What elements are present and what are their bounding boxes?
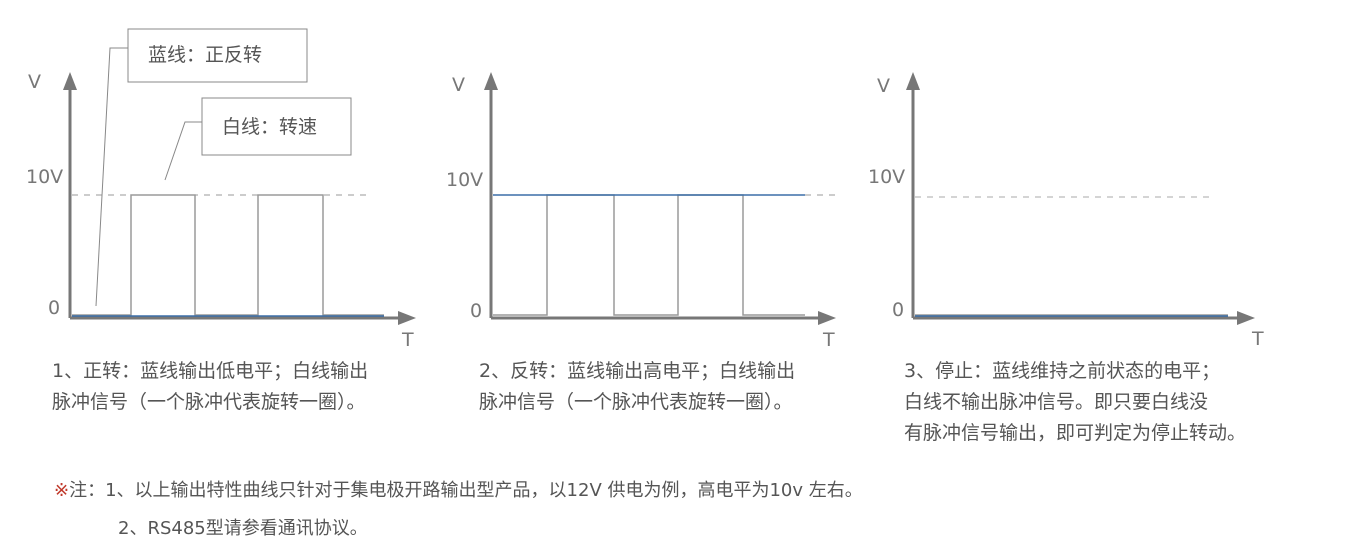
panel-3-caption-line: 有脉冲信号输出，即可判定为停止转动。 — [904, 422, 1247, 444]
panel-1-high-label: 10V — [26, 166, 63, 188]
white-callout-text: 白线：转速 — [222, 116, 317, 138]
panel-1-zero-label: 0 — [48, 297, 60, 319]
panel-3-zero-label: 0 — [892, 299, 904, 321]
panel-2-high-label: 10V — [446, 169, 483, 191]
white-callout-box — [201, 97, 352, 156]
panel-3-caption-line: 白线不输出脉冲信号。即只要白线没 — [904, 391, 1209, 413]
note-text-2: 2、RS485型请参看通讯协议。 — [118, 518, 368, 539]
panel-2-caption-line: 2、反转：蓝线输出高电平；白线输出 — [479, 360, 796, 382]
panel-3-caption-line: 3、停止：蓝线维持之前状态的电平； — [904, 360, 1221, 382]
panel-3-x-arrow-icon — [1237, 311, 1255, 325]
panel-2-x-label: T — [822, 329, 835, 351]
panel-1-caption-line: 1、正转：蓝线输出低电平；白线输出 — [52, 360, 369, 382]
panel-3-y-label: V — [877, 75, 890, 97]
blue-callout-leader — [95, 47, 128, 307]
signal-diagram: V T 10V 0 蓝线：正反转 白线：转速 V T 10V 0 V T — [26, 28, 1264, 351]
panel-2-reverse: V T 10V 0 — [446, 72, 836, 351]
panel-1-x-label: T — [401, 329, 414, 351]
blue-callout-box — [127, 28, 308, 83]
panel-1-y-arrow-icon — [63, 72, 77, 90]
note-line-2: 2、RS485型请参看通讯协议。 — [118, 514, 368, 540]
panel-1-forward: V T 10V 0 蓝线：正反转 白线：转速 — [26, 28, 416, 351]
panel-1-y-label: V — [28, 71, 41, 93]
panel-3-y-arrow-icon — [906, 72, 920, 90]
panel-2-zero-label: 0 — [470, 300, 482, 322]
panel-2-caption: 2、反转：蓝线输出高电平；白线输出 脉冲信号（一个脉冲代表旋转一圈）。 — [479, 356, 795, 418]
panel-1-caption-line: 脉冲信号（一个脉冲代表旋转一圈）。 — [52, 391, 366, 413]
note-text-1: 注：1、以上输出特性曲线只针对于集电极开路输出型产品，以12V 供电为例，高电平… — [69, 480, 863, 501]
panel-3-stop: V T 10V 0 — [868, 72, 1264, 350]
panel-2-y-arrow-icon — [484, 72, 498, 90]
panel-3-caption: 3、停止：蓝线维持之前状态的电平； 白线不输出脉冲信号。即只要白线没 有脉冲信号… — [904, 356, 1246, 449]
panel-3-x-label: T — [1251, 328, 1264, 350]
white-callout-leader — [164, 121, 202, 181]
panel-2-pulse-signal — [493, 194, 805, 316]
panel-3-high-label: 10V — [868, 166, 905, 188]
panel-1-caption: 1、正转：蓝线输出低电平；白线输出 脉冲信号（一个脉冲代表旋转一圈）。 — [52, 356, 368, 418]
note-line-1: ※注：1、以上输出特性曲线只针对于集电极开路输出型产品，以12V 供电为例，高电… — [54, 476, 863, 502]
panel-1-x-arrow-icon — [398, 311, 416, 325]
panel-2-caption-line: 脉冲信号（一个脉冲代表旋转一圈）。 — [479, 391, 793, 413]
note-mark: ※ — [54, 480, 70, 501]
panel-1-pulse-signal — [72, 194, 384, 316]
panel-2-y-label: V — [452, 74, 465, 96]
panel-2-x-arrow-icon — [818, 311, 836, 325]
blue-callout-text: 蓝线：正反转 — [148, 44, 262, 66]
